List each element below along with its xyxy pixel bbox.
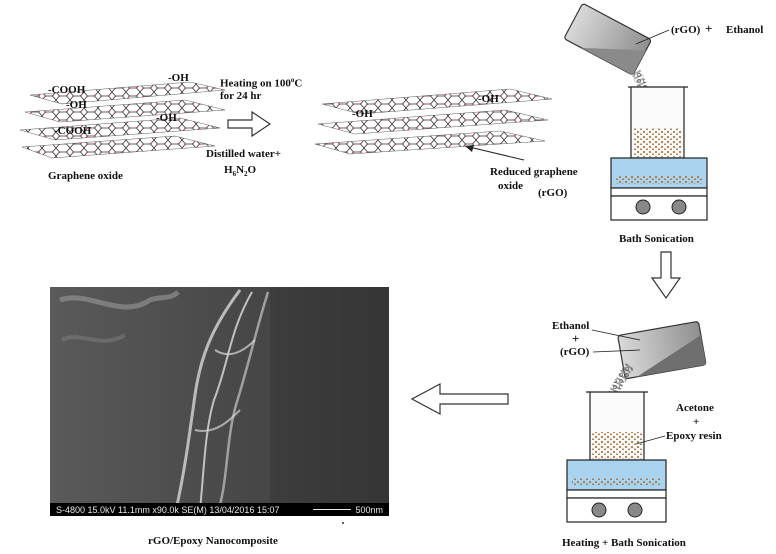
group-label-cooh-2: -COOH (54, 125, 92, 137)
group-label-cooh-1: -COOH (48, 84, 86, 96)
arrow-down (650, 251, 682, 300)
group-label-oh-1: -OH (66, 99, 87, 111)
sem-image (50, 287, 389, 516)
sonication2-label-rgo: (rGO) (560, 346, 590, 358)
bath-sonication-caption: Bath Sonication (619, 233, 694, 245)
sonicator-2 (566, 321, 707, 523)
graphene-oxide-sheets (19, 81, 226, 159)
label-acetone: Acetone (676, 402, 714, 414)
arrow-left (410, 382, 509, 416)
sonication2-plus: + (572, 331, 580, 346)
reagent-sub-2: 2 (244, 170, 248, 179)
rgo-sheets (314, 88, 553, 155)
group-label-oh-2: -OH (168, 72, 189, 84)
sonication2-plus-2: + (693, 416, 700, 428)
sonicator-1 (564, 3, 708, 221)
sem-panel: S-4800 15.0kV 11.1mm x90.0k SE(M) 13/04/… (50, 287, 389, 516)
rgo-pointer (464, 145, 525, 161)
sonication2-label-ethanol: Ethanol (552, 320, 590, 332)
sonication1-label-ethanol: Ethanol (726, 24, 764, 36)
sem-info-bar: S-4800 15.0kV 11.1mm x90.0k SE(M) 13/04/… (50, 503, 389, 516)
graphene-oxide-caption: Graphene oxide (48, 170, 123, 182)
label-epoxy-resin: Epoxy resin (666, 430, 722, 442)
heating-text: Heating on 100 (220, 77, 291, 90)
reagent-n: N (236, 164, 245, 176)
rgo-group-oh-1: -OH (352, 108, 373, 120)
reagent-label: H6N2O (224, 164, 256, 178)
sonication1-label-rgo: (rGO) (671, 24, 701, 36)
nanocomposite-caption: rGO/Epoxy Nanocomposite (148, 535, 278, 547)
heating-unit: C (294, 77, 303, 90)
dot-mark (342, 522, 344, 524)
rgo-caption-2: oxide (498, 180, 524, 192)
reagent-h: H (224, 164, 233, 176)
heating-sonication-caption: Heating + Bath Sonication (562, 537, 686, 549)
sem-scale-bar: 500nm (313, 505, 383, 515)
heating-label: Heating on 100oC (220, 76, 302, 90)
reagent-o: O (247, 164, 257, 176)
water-label: Distilled water+ (206, 148, 282, 160)
group-label-oh-3: -OH (156, 112, 177, 124)
sonication1-plus: + (705, 21, 713, 36)
sem-info-text: S-4800 15.0kV 11.1mm x90.0k SE(M) 13/04/… (56, 504, 280, 515)
scale-line (313, 509, 352, 510)
rgo-caption-3: (rGO) (538, 187, 568, 199)
sem-scale-text: 500nm (355, 504, 383, 515)
degree-sup: o (290, 76, 295, 84)
duration-label: for 24 hr (220, 90, 262, 102)
rgo-group-oh-2: -OH (478, 93, 499, 105)
arrow-right-1 (227, 110, 272, 138)
reagent-sub-1: 6 (232, 170, 237, 179)
rgo-caption-1: Reduced graphene (490, 166, 578, 178)
